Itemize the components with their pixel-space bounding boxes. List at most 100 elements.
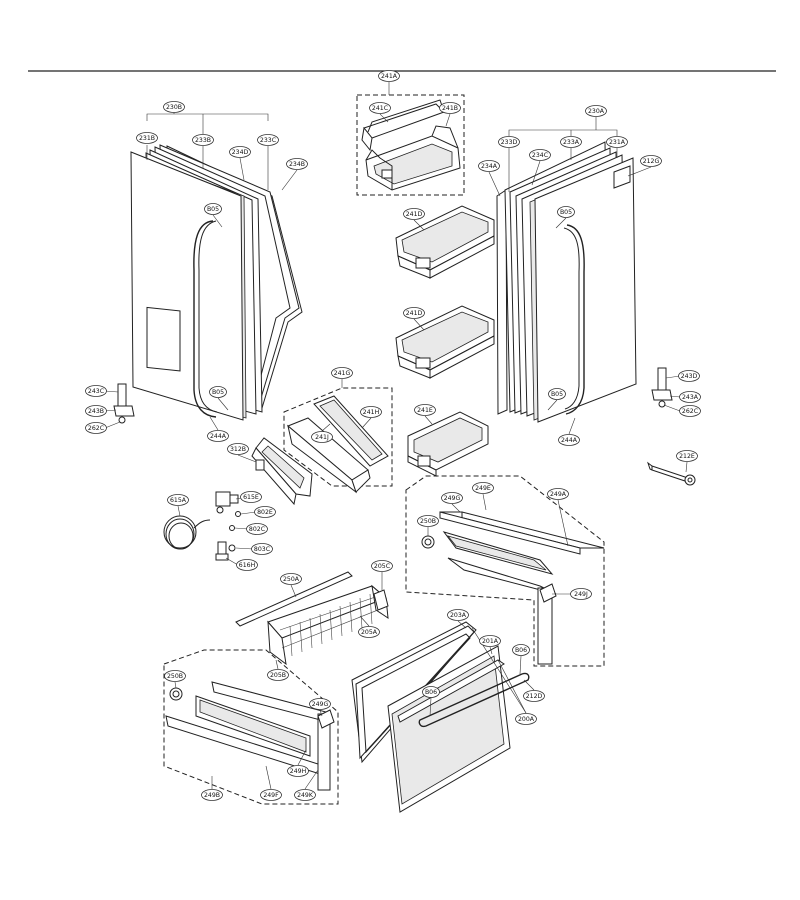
part-label-241da: 241D: [403, 208, 425, 220]
part-label-oval: [254, 506, 276, 518]
part-label-text: 233C: [260, 137, 276, 144]
part-label-oval: [209, 386, 227, 398]
part-label-text: 262C: [682, 408, 698, 415]
part-label-oval: [229, 146, 251, 158]
part-label-text: 234A: [481, 163, 498, 170]
part-label-oval: [679, 405, 701, 417]
part-label-233d: 233D: [498, 136, 520, 148]
part-label-249ga: 249G: [441, 492, 463, 504]
part-label-text: 249K: [297, 792, 314, 799]
part-label-241b: 241B: [439, 102, 461, 114]
part-label-text: 802C: [249, 526, 265, 533]
left-door-assembly: [130, 112, 303, 431]
part-label-text: 249E: [475, 485, 491, 492]
part-label-oval: [678, 370, 700, 382]
part-label-text: 241D: [406, 211, 423, 218]
part-label-802c: 802C: [246, 523, 268, 535]
part-label-text: 312B: [230, 446, 246, 453]
part-label-249f: 249F: [260, 789, 282, 801]
part-label-243b: 243B: [85, 405, 107, 417]
part-label-oval: [204, 203, 222, 215]
part-label-text: 803C: [254, 546, 270, 553]
part-label-text: 249B: [204, 792, 220, 799]
part-label-249j: 249J: [570, 588, 592, 600]
part-label-262cb: 262C: [85, 422, 107, 434]
part-label-oval: [309, 698, 331, 710]
part-label-text: B06: [425, 689, 437, 696]
part-label-249h: 249H: [287, 765, 309, 777]
part-label-205c: 205C: [371, 560, 393, 572]
part-label-615e: 615E: [240, 491, 262, 503]
part-label-231b: 231B: [136, 132, 158, 144]
part-label-text: 241H: [363, 409, 380, 416]
part-label-text: 244A: [210, 433, 227, 440]
part-label-text: 230A: [588, 108, 605, 115]
part-label-230b: 230B: [163, 101, 185, 113]
part-label-oval: [403, 208, 425, 220]
part-label-234b: 234B: [286, 158, 308, 170]
part-label-oval: [640, 155, 662, 167]
part-label-212g: 212G: [640, 155, 662, 167]
part-label-oval: [676, 450, 698, 462]
part-label-oval: [472, 482, 494, 494]
part-label-text: 241B: [442, 105, 458, 112]
part-label-241c: 241C: [369, 102, 391, 114]
part-label-oval: [286, 158, 308, 170]
part-label-oval: [570, 588, 592, 600]
part-label-text: 615E: [243, 494, 259, 501]
part-label-text: 233B: [195, 137, 211, 144]
hinge-left: [104, 383, 135, 429]
part-label-oval: [164, 670, 186, 682]
part-label-text: 262C: [88, 425, 104, 432]
part-label-241h: 241H: [360, 406, 382, 418]
part-label-oval: [294, 789, 316, 801]
part-label-241a: 241A: [378, 70, 400, 82]
part-label-b05a: B05: [204, 203, 222, 215]
part-label-oval: [403, 307, 425, 319]
part-label-249a: 249A: [547, 488, 569, 500]
part-label-text: B05: [212, 389, 224, 396]
part-label-212d: 212D: [523, 690, 545, 702]
part-label-b06a: B06: [512, 644, 530, 656]
part-label-oval: [547, 488, 569, 500]
part-label-201a: 201A: [479, 635, 501, 647]
part-label-oval: [560, 136, 582, 148]
part-label-234c: 234C: [529, 149, 551, 161]
part-label-text: 802E: [257, 509, 273, 516]
part-label-243d: 243D: [678, 370, 700, 382]
part-label-oval: [136, 132, 158, 144]
part-label-oval: [207, 430, 229, 442]
part-label-243a: 243A: [679, 391, 701, 403]
part-label-text: 231A: [609, 139, 626, 146]
part-label-b06b: B06: [422, 686, 440, 698]
part-label-text: 249J: [574, 591, 588, 598]
part-label-text: 243D: [681, 373, 698, 380]
part-label-oval: [558, 434, 580, 446]
part-label-200a: 200A: [515, 713, 537, 725]
part-label-text: 250A: [283, 576, 300, 583]
part-label-text: 615A: [170, 497, 187, 504]
part-label-text: 241A: [381, 73, 398, 80]
part-label-249ea: 249E: [472, 482, 494, 494]
part-label-text: 230B: [166, 104, 182, 111]
part-label-text: 212D: [526, 693, 543, 700]
part-label-203a: 203A: [447, 609, 469, 621]
part-label-text: 241D: [406, 310, 423, 317]
part-label-oval: [479, 635, 501, 647]
part-label-b05c: B05: [209, 386, 227, 398]
part-label-616h: 616H: [236, 559, 258, 571]
part-label-249gb: 249G: [309, 698, 331, 710]
part-label-text: 249F: [263, 792, 279, 799]
part-label-oval: [85, 385, 107, 397]
part-label-241db: 241D: [403, 307, 425, 319]
part-label-text: 249H: [290, 768, 307, 775]
part-label-312b: 312B: [227, 443, 249, 455]
part-label-text: 201A: [482, 638, 499, 645]
part-label-oval: [311, 431, 333, 443]
part-label-text: 241C: [372, 105, 388, 112]
part-label-249b: 249B: [201, 789, 223, 801]
part-label-oval: [287, 765, 309, 777]
part-label-243c: 243C: [85, 385, 107, 397]
part-label-oval: [523, 690, 545, 702]
